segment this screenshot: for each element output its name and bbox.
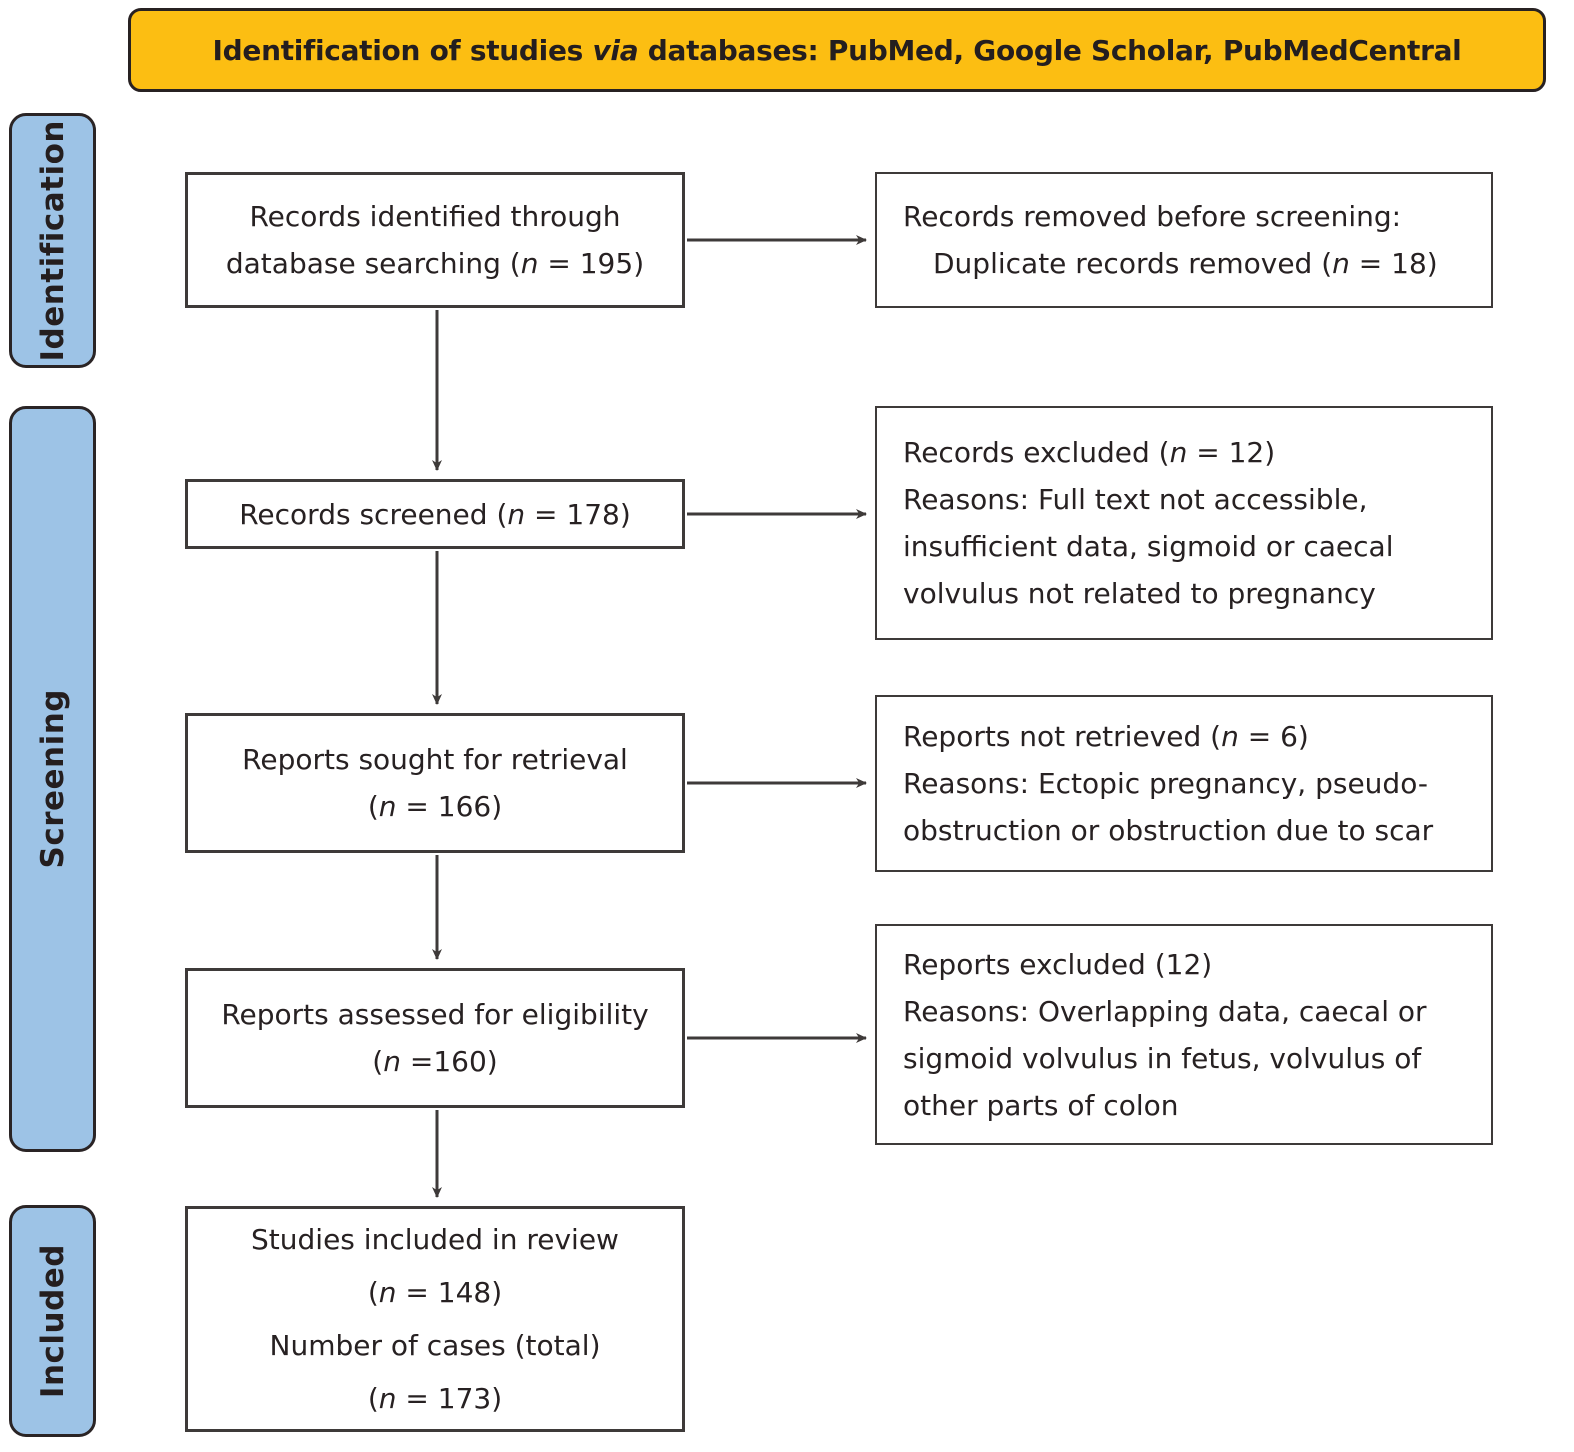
box-records-screened: Records screened (n = 178) xyxy=(185,479,685,549)
box-line: Records removed before screening: xyxy=(903,200,1402,233)
box-reports-assessed: Reports assessed for eligibility (n =160… xyxy=(185,968,685,1108)
stage-label-text: Identification xyxy=(34,119,71,362)
box-line: obstruction or obstruction due to scar xyxy=(903,814,1434,847)
box-line: Records identified through xyxy=(249,200,621,233)
stage-label-identification: Identification xyxy=(9,113,96,368)
box-line: volvulus not related to pregnancy xyxy=(903,577,1376,610)
box-line: Records screened (n = 178) xyxy=(239,497,631,531)
box-line: Reasons: Ectopic pregnancy, pseudo- xyxy=(903,767,1428,800)
box-records-removed: Records removed before screening: Duplic… xyxy=(875,172,1493,308)
box-line: database searching (n = 195) xyxy=(225,247,645,280)
box-line: Reports sought for retrieval xyxy=(242,743,628,776)
box-line: Studies included in review xyxy=(251,1223,619,1256)
stage-label-screening: Screening xyxy=(9,406,96,1152)
box-reports-not-retrieved: Reports not retrieved (n = 6) Reasons: E… xyxy=(875,695,1493,872)
box-studies-included: Studies included in review (n = 148) Num… xyxy=(185,1206,685,1432)
box-line: (n = 148) xyxy=(367,1276,503,1309)
box-line: Reports assessed for eligibility xyxy=(221,998,649,1031)
box-line: Reports not retrieved (n = 6) xyxy=(903,720,1309,753)
box-reports-excluded: Reports excluded (12) Reasons: Overlappi… xyxy=(875,924,1493,1145)
box-line: other parts of colon xyxy=(903,1088,1179,1122)
box-line: Records excluded (n = 12) xyxy=(903,436,1276,469)
stage-label-text: Included xyxy=(34,1243,71,1399)
box-records-identified: Records identified through database sear… xyxy=(185,172,685,308)
stage-label-included: Included xyxy=(9,1205,96,1437)
box-line: (n = 173) xyxy=(367,1382,503,1415)
box-line: Duplicate records removed (n = 18) xyxy=(933,247,1438,280)
box-line: Reports excluded (12) xyxy=(903,947,1213,981)
box-reports-sought: Reports sought for retrieval (n = 166) xyxy=(185,713,685,853)
box-line: Reasons: Overlapping data, caecal or xyxy=(903,994,1427,1028)
box-records-excluded: Records excluded (n = 12) Reasons: Full … xyxy=(875,406,1493,640)
box-line: (n =160) xyxy=(372,1045,498,1078)
box-line: Number of cases (total) xyxy=(269,1329,601,1362)
box-line: sigmoid volvulus in fetus, volvulus of xyxy=(903,1041,1422,1075)
box-line: (n = 166) xyxy=(367,790,503,823)
title-prefix: Identification of studies xyxy=(212,33,593,67)
diagram-title-banner: Identification of studies via databases:… xyxy=(128,8,1546,92)
diagram-title: Identification of studies via databases:… xyxy=(213,34,1462,67)
title-suffix: databases: PubMed, Google Scholar, PubMe… xyxy=(638,33,1462,67)
box-line: Reasons: Full text not accessible, xyxy=(903,483,1368,516)
box-line: insufficient data, sigmoid or caecal xyxy=(903,530,1394,563)
stage-label-text: Screening xyxy=(34,689,71,869)
title-italic-via: via xyxy=(592,33,639,67)
